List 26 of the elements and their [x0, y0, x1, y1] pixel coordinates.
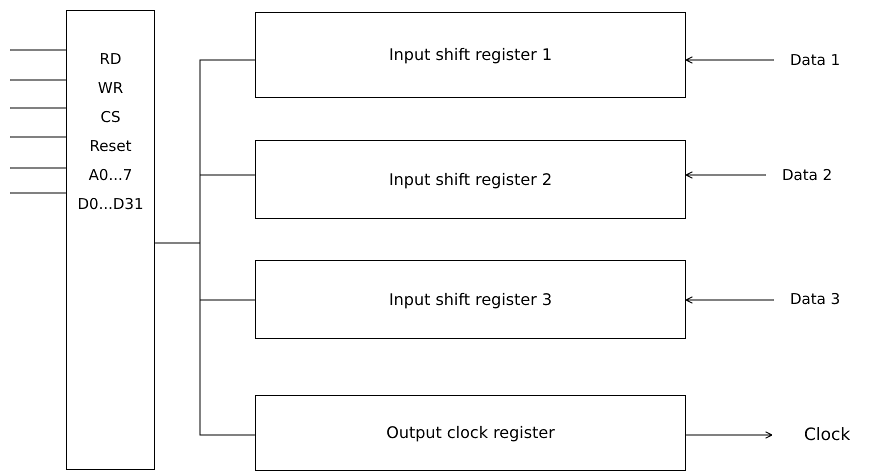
register-label: Input shift register 1 — [388, 44, 552, 66]
arrow — [685, 171, 766, 179]
arrow — [685, 296, 774, 304]
pin-label: A0...7 — [88, 165, 132, 186]
signal-label: Data 1 — [790, 49, 860, 71]
register-box — [255, 260, 686, 339]
signal-label: Clock — [804, 424, 866, 448]
pin-label: RD — [100, 49, 122, 70]
pin-line — [10, 192, 66, 194]
pin-label: WR — [98, 78, 124, 99]
pin-label: D0...D31 — [77, 194, 144, 215]
register-box — [255, 12, 686, 98]
register-box — [255, 140, 686, 219]
controller-block — [66, 10, 155, 470]
signal-label: Data 2 — [782, 164, 854, 186]
register-label: Input shift register 3 — [388, 288, 552, 310]
register-label: Output clock register — [386, 422, 555, 444]
arrow — [685, 56, 774, 64]
register-label: Input shift register 2 — [388, 168, 552, 190]
pin-label: CS — [100, 107, 120, 128]
bus-line — [154, 242, 256, 436]
signal-label: Data 3 — [790, 288, 860, 310]
register-box — [255, 395, 686, 471]
pin-line — [10, 136, 66, 138]
arrow — [686, 431, 773, 439]
pin-label: Reset — [90, 136, 132, 157]
